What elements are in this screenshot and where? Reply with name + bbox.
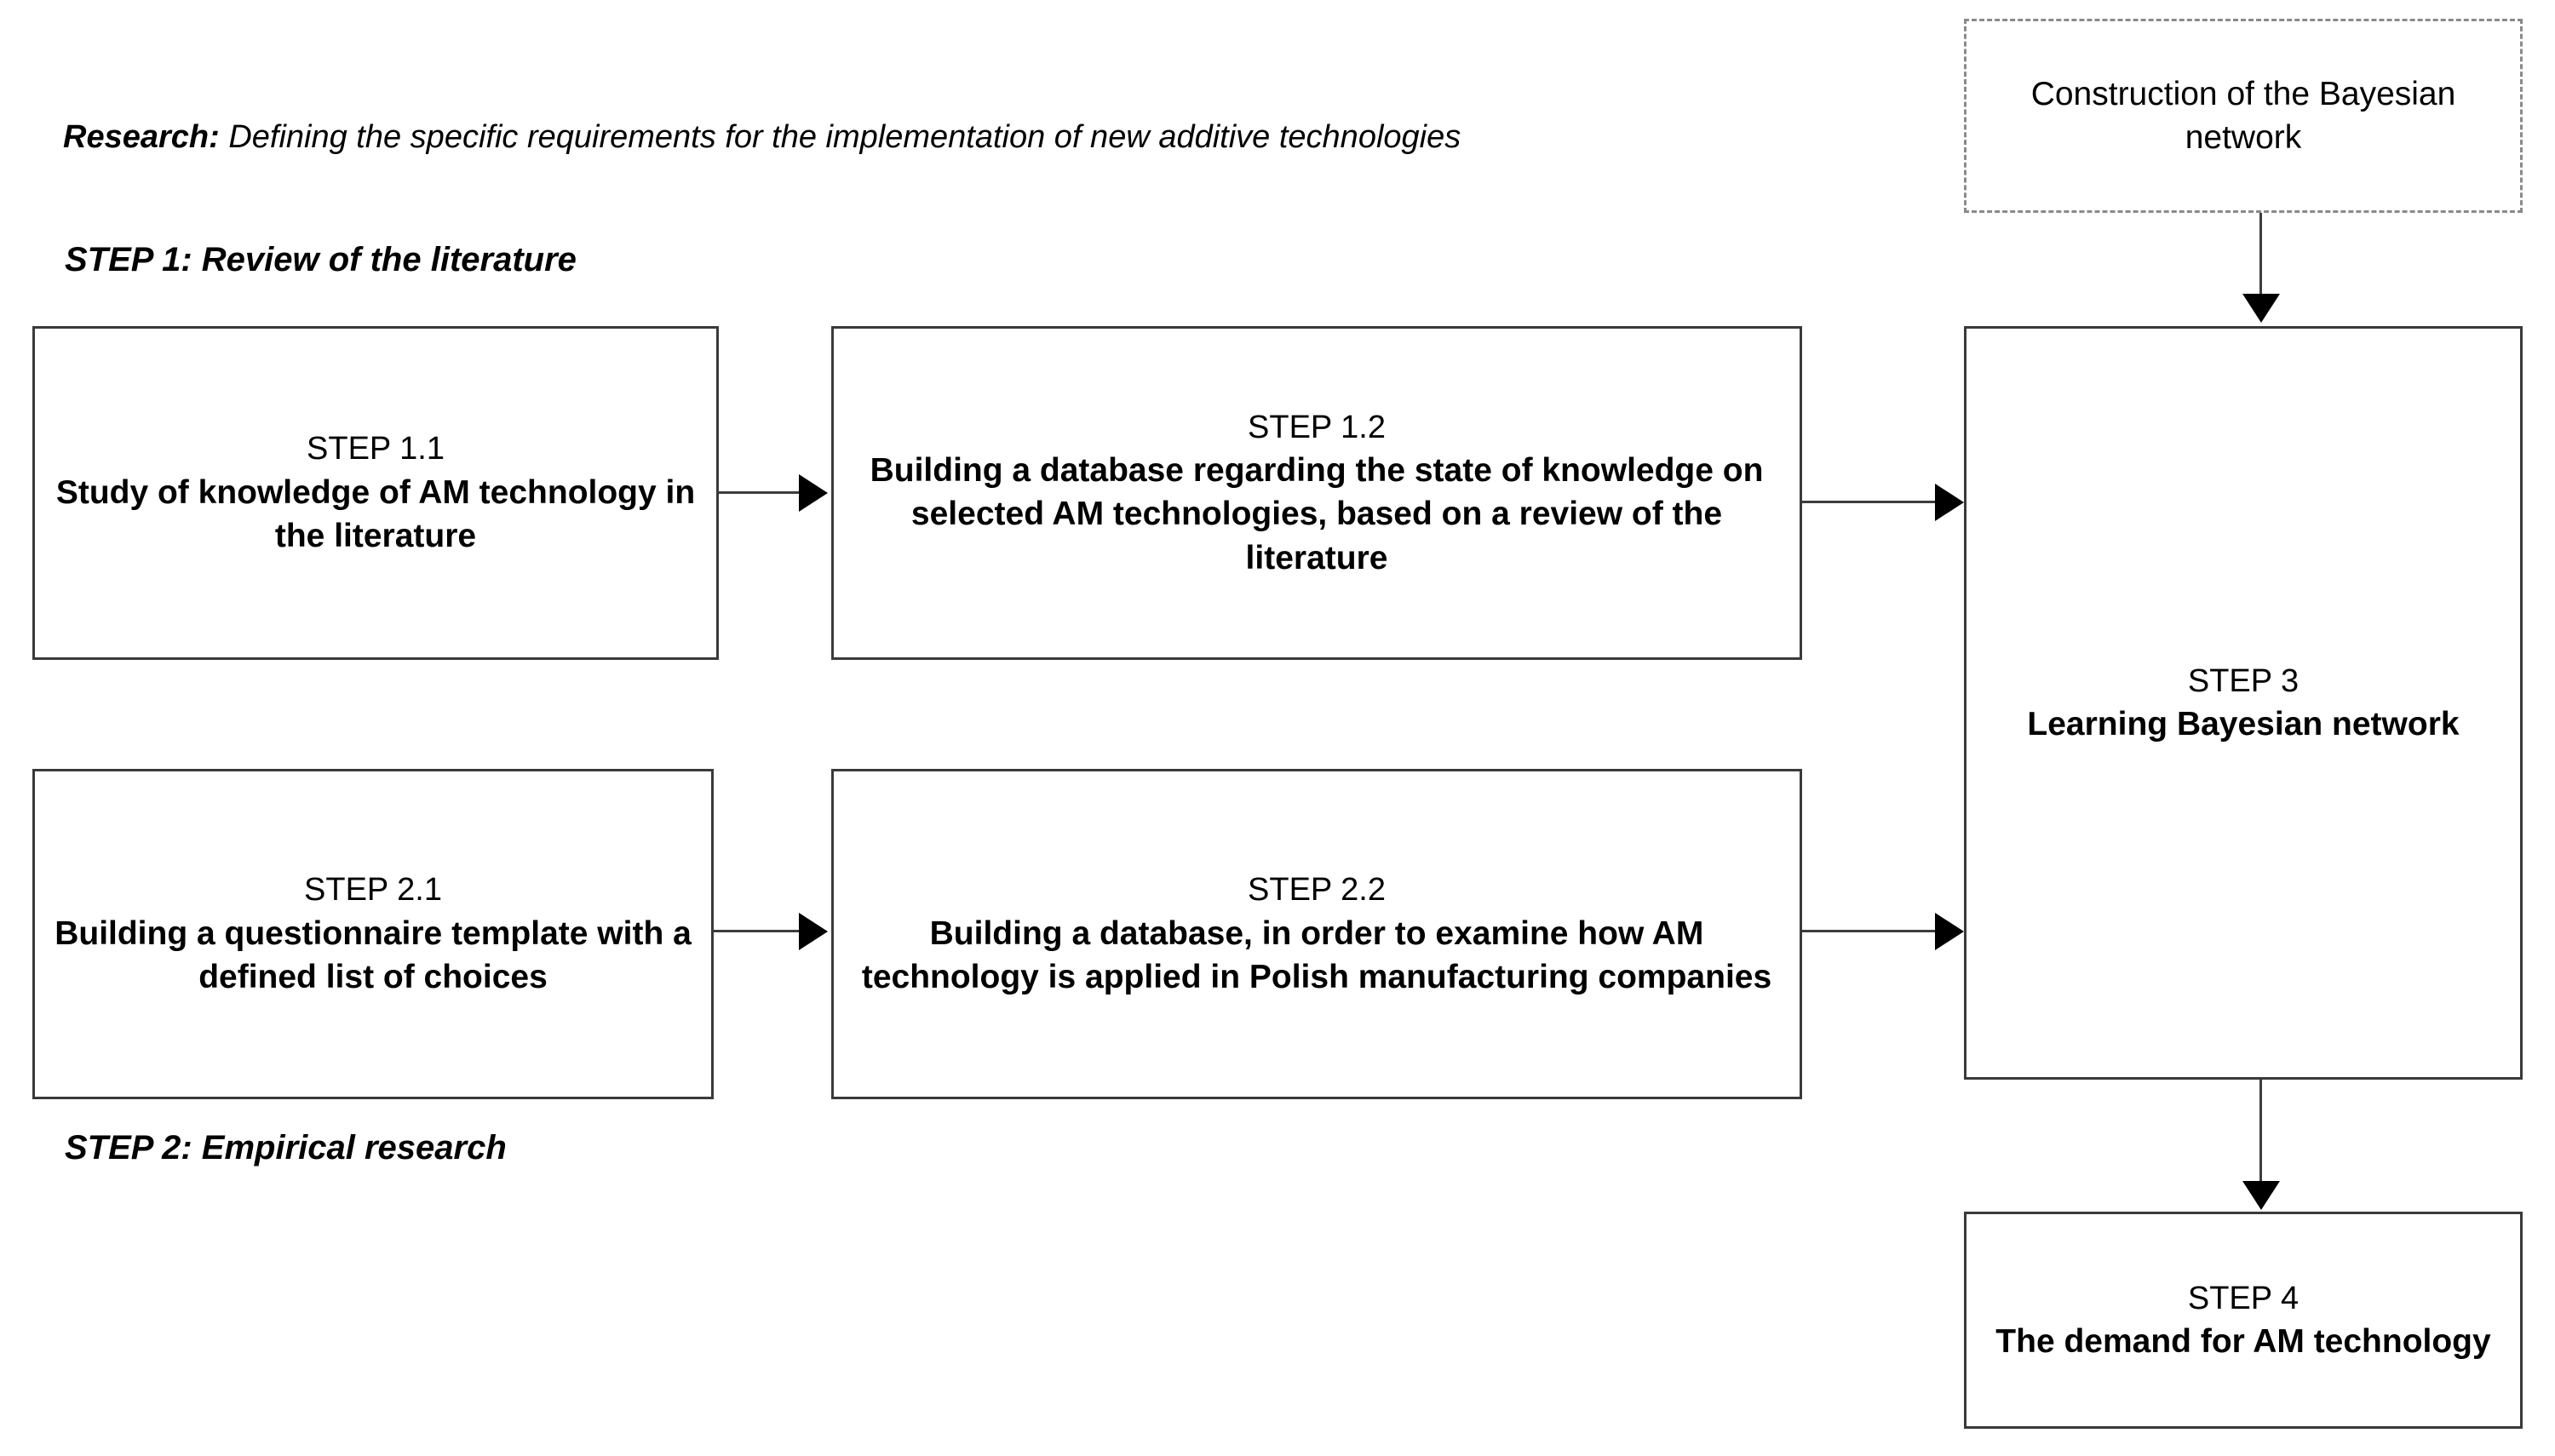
- arrow-right-icon: [1935, 913, 1964, 950]
- edge-step-2-2-to-step-3-line: [1802, 930, 1949, 932]
- edge-step-2-1-to-step-2-2-line: [714, 930, 814, 932]
- step-1-section-label: STEP 1: Review of the literature: [65, 241, 577, 278]
- node-step-2-1-title: Building a questionnaire template with a…: [55, 914, 692, 996]
- research-caption-text: Defining the specific requirements for t…: [219, 119, 1461, 155]
- arrow-right-icon: [799, 474, 828, 512]
- node-step-1-1[interactable]: STEP 1.1 Study of knowledge of AM techno…: [32, 326, 719, 660]
- node-step-4-title: The demand for AM technology: [1995, 1322, 2491, 1360]
- node-step-3[interactable]: STEP 3 Learning Bayesian network: [1964, 326, 2523, 1080]
- edge-step-3-to-step-4-line: [2259, 1080, 2262, 1184]
- node-step-2-2[interactable]: STEP 2.2 Building a database, in order t…: [831, 769, 1802, 1099]
- node-step-3-id: STEP 3: [2187, 662, 2300, 699]
- node-step-1-2[interactable]: STEP 1.2 Building a database regarding t…: [831, 326, 1802, 660]
- edge-construction-to-step-3-line: [2259, 213, 2262, 296]
- edge-step-1-1-to-step-1-2-line: [719, 491, 814, 494]
- step-2-section-label: STEP 2: Empirical research: [65, 1129, 507, 1167]
- node-step-2-1-id: STEP 2.1: [304, 872, 442, 909]
- node-step-1-2-id: STEP 1.2: [1248, 409, 1386, 445]
- node-step-2-2-title: Building a database, in order to examine…: [861, 914, 1772, 996]
- research-caption-label: Research:: [63, 119, 220, 155]
- node-construction-bayesian-network[interactable]: Construction of the Bayesian network: [1964, 19, 2523, 213]
- node-step-3-title: Learning Bayesian network: [2027, 705, 2460, 742]
- node-step-1-1-title: Study of knowledge of AM technology in t…: [55, 473, 696, 555]
- arrow-down-icon: [2242, 294, 2280, 323]
- node-step-2-2-id: STEP 2.2: [1248, 872, 1386, 909]
- node-step-4[interactable]: STEP 4 The demand for AM technology: [1964, 1212, 2523, 1429]
- node-step-1-2-title: Building a database regarding the state …: [870, 451, 1764, 576]
- node-step-4-id: STEP 4: [2187, 1280, 2300, 1316]
- node-construction-title: Construction of the Bayesian network: [2030, 75, 2456, 156]
- arrow-down-icon: [2242, 1181, 2280, 1210]
- node-step-1-1-id: STEP 1.1: [307, 431, 445, 467]
- arrow-right-icon: [1935, 484, 1964, 521]
- arrow-right-icon: [799, 913, 828, 950]
- node-step-2-1[interactable]: STEP 2.1 Building a questionnaire templa…: [32, 769, 714, 1099]
- research-caption: Research: Defining the specific requirem…: [63, 119, 1461, 157]
- edge-step-1-2-to-step-3-line: [1802, 501, 1949, 503]
